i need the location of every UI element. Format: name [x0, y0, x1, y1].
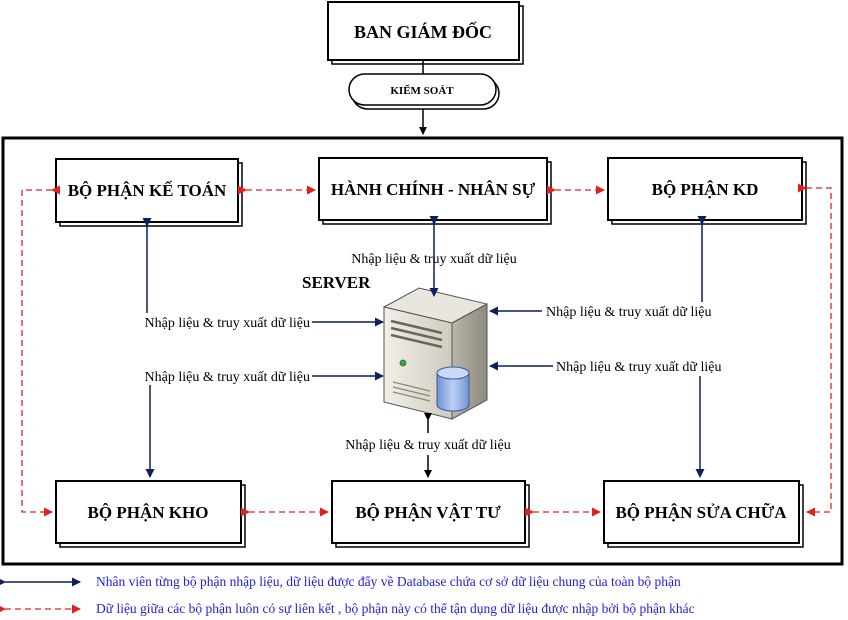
box-ke-toan: BỘ PHẬN KẾ TOÁN: [55, 158, 243, 227]
box-vat-tu: BỘ PHẬN VẬT TƯ: [331, 480, 530, 548]
edge-label-suachua: Nhập liệu & truy xuất dữ liệu: [556, 360, 721, 375]
box-sua-chua-label: BỘ PHẬN SỬA CHỮA: [615, 502, 787, 522]
box-kd-label: BỘ PHẬN KD: [652, 180, 759, 199]
top-box-ban-giam-doc: BAN GIÁM ĐỐC: [327, 1, 524, 65]
link-ketoan-kho-left: [21, 185, 60, 517]
edge-label-vattu: Nhập liệu & truy xuất dữ liệu: [345, 438, 510, 453]
legend-dashed-text: Dữ liệu giữa các bộ phận luôn có sự liên…: [96, 601, 695, 616]
box-vat-tu-label: BỘ PHẬN VẬT TƯ: [355, 503, 501, 522]
box-hanh-chinh-nhan-su: HÀNH CHÍNH - NHÂN SỰ: [318, 157, 552, 225]
edge-label-kd: Nhập liệu & truy xuất dữ liệu: [546, 305, 711, 320]
control-pill-kiem-soat: KIỂM SOÁT: [348, 73, 500, 110]
server-label: SERVER: [302, 273, 371, 292]
link-kd-suachua-right: [798, 183, 832, 517]
top-box-label: BAN GIÁM ĐỐC: [354, 21, 492, 42]
box-ke-toan-label: BỘ PHẬN KẾ TOÁN: [68, 181, 227, 200]
box-hanh-chinh-nhan-su-label: HÀNH CHÍNH - NHÂN SỰ: [331, 180, 536, 199]
box-kho: BỘ PHẬN KHO: [55, 480, 246, 548]
server-icon: [382, 287, 489, 420]
box-kd: BỘ PHẬN KD: [607, 157, 807, 225]
edge-label-hcns: Nhập liệu & truy xuất dữ liệu: [351, 252, 516, 267]
solid-arrows: [142, 216, 707, 478]
legend-solid-text: Nhân viên từng bộ phận nhập liệu, dữ liệ…: [96, 574, 681, 589]
box-sua-chua: BỘ PHẬN SỬA CHỮA: [603, 480, 804, 548]
legend: Nhân viên từng bộ phận nhập liệu, dữ liệ…: [0, 574, 695, 616]
dashed-arrows: [21, 183, 832, 517]
edge-label-kho: Nhập liệu & truy xuất dữ liệu: [145, 370, 310, 385]
edge-labels: Nhập liệu & truy xuất dữ liệu Nhập liệu …: [145, 252, 722, 453]
outer-frame: [1, 136, 844, 566]
control-label: KIỂM SOÁT: [390, 84, 454, 97]
box-kho-label: BỘ PHẬN KHO: [88, 503, 209, 522]
database-icon: [436, 366, 470, 412]
edge-label-ketoan: Nhập liệu & truy xuất dữ liệu: [145, 316, 310, 331]
